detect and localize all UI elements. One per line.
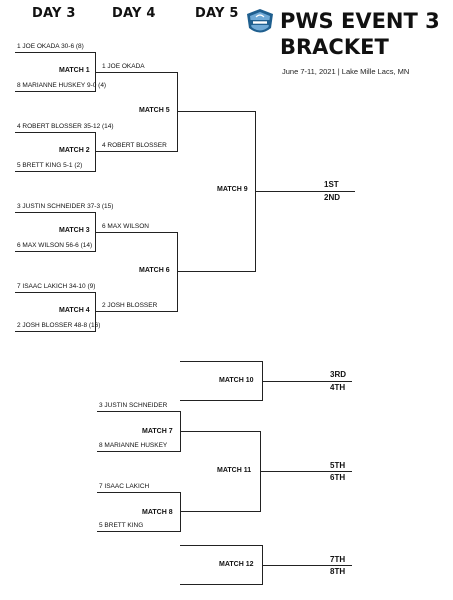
- m8-bottom-line: [97, 531, 180, 532]
- match-6-label: MATCH 6: [139, 267, 170, 274]
- m10-top-line: [180, 361, 262, 362]
- match-9-label: MATCH 9: [217, 186, 248, 193]
- m4-bottom-line: [15, 331, 95, 332]
- match-4-label: MATCH 4: [59, 307, 90, 314]
- entry-m8-bottom: 5 BRETT KING: [99, 522, 144, 529]
- m11-bottom-line: [180, 511, 260, 512]
- entry-m7-top: 3 JUSTIN SCHNEIDER: [99, 402, 168, 409]
- m7-bottom-line: [97, 451, 180, 452]
- place-3rd: 3RD: [330, 370, 347, 379]
- place-8th: 8TH: [330, 567, 346, 576]
- m1-top-line: [15, 52, 95, 53]
- place-1st: 1ST: [324, 180, 339, 189]
- m10-bottom-line: [180, 400, 262, 401]
- match-10-label: MATCH 10: [219, 377, 254, 384]
- event-dates-location: June 7-11, 2021 | Lake Mille Lacs, MN: [282, 67, 410, 76]
- entry-m5-top: 1 JOE OKADA: [102, 63, 145, 70]
- match-8-label: MATCH 8: [142, 509, 173, 516]
- m12-result-line: [262, 565, 352, 566]
- match-7-label: MATCH 7: [142, 428, 173, 435]
- m4-connector: [95, 292, 96, 332]
- entry-m1-bottom: 8 MARIANNE HUSKEY 9-0 (4): [17, 82, 107, 89]
- entry-m3-bottom: 6 MAX WILSON 56-6 (14): [17, 242, 93, 249]
- final-line: [255, 191, 355, 192]
- day-3-heading: DAY 3: [32, 6, 76, 21]
- entry-m6-top: 6 MAX WILSON: [102, 223, 149, 230]
- day-4-heading: DAY 4: [112, 6, 156, 21]
- m5-connector: [177, 72, 178, 152]
- entry-m4-bottom: 2 JOSH BLOSSER 48-8 (16): [17, 322, 101, 329]
- page-title-line2: BRACKET: [280, 35, 389, 59]
- place-5th: 5TH: [330, 461, 346, 470]
- match-11-label: MATCH 11: [217, 467, 252, 474]
- m11-result-line: [260, 471, 352, 472]
- m3-bottom-line: [15, 251, 95, 252]
- m9-top-line: [177, 111, 255, 112]
- entry-m6-bottom: 2 JOSH BLOSSER: [102, 302, 158, 309]
- m6-top-line: [95, 232, 177, 233]
- entry-m2-bottom: 5 BRETT KING 5-1 (2): [17, 162, 83, 169]
- place-2nd: 2ND: [324, 193, 341, 202]
- m7-top-line: [97, 411, 180, 412]
- m3-top-line: [15, 212, 95, 213]
- m12-top-line: [180, 545, 262, 546]
- place-4th: 4TH: [330, 383, 346, 392]
- m2-bottom-line: [15, 171, 95, 172]
- m1-bottom-line: [15, 91, 95, 92]
- match-1-label: MATCH 1: [59, 67, 90, 74]
- m10-result-line: [262, 381, 352, 382]
- entry-m2-top: 4 ROBERT BLOSSER 35-12 (14): [17, 123, 114, 130]
- m5-top-line: [95, 72, 177, 73]
- m6-connector: [177, 232, 178, 312]
- entry-m4-top: 7 ISAAC LAKICH 34-10 (9): [17, 283, 96, 290]
- m8-connector: [180, 492, 181, 532]
- m4-top-line: [15, 292, 95, 293]
- m2-connector: [95, 132, 96, 172]
- m11-top-line: [180, 431, 260, 432]
- place-7th: 7TH: [330, 555, 346, 564]
- place-6th: 6TH: [330, 473, 346, 482]
- match-2-label: MATCH 2: [59, 147, 90, 154]
- day-5-heading: DAY 5: [195, 6, 239, 21]
- entry-m3-top: 3 JUSTIN SCHNEIDER 37-3 (15): [17, 203, 114, 210]
- match-5-label: MATCH 5: [139, 107, 170, 114]
- m5-bottom-line: [95, 151, 177, 152]
- pws-shield-logo-icon: [247, 9, 273, 33]
- page-title-line1: PWS EVENT 3: [280, 9, 440, 33]
- entry-m1-top: 1 JOE OKADA 30-6 (8): [17, 43, 84, 50]
- entry-m8-top: 7 ISAAC LAKICH: [99, 483, 150, 490]
- m8-top-line: [97, 492, 180, 493]
- m12-bottom-line: [180, 584, 262, 585]
- m2-top-line: [15, 132, 95, 133]
- entry-m7-bottom: 8 MARIANNE HUSKEY: [99, 442, 168, 449]
- match-3-label: MATCH 3: [59, 227, 90, 234]
- entry-m5-bottom: 4 ROBERT BLOSSER: [102, 142, 167, 149]
- match-12-label: MATCH 12: [219, 561, 254, 568]
- m6-bottom-line: [95, 311, 177, 312]
- m9-bottom-line: [177, 271, 255, 272]
